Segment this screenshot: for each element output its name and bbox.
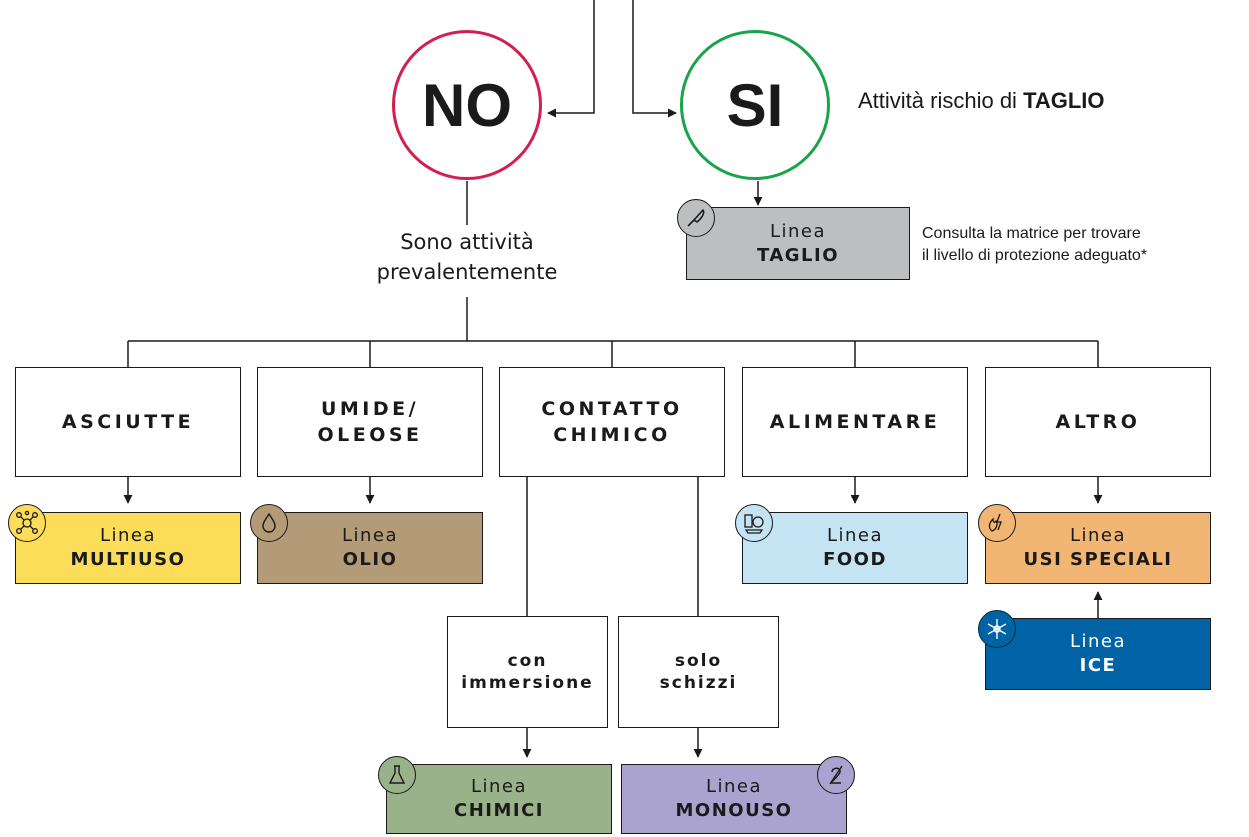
linea-label: Linea [705, 776, 763, 797]
si-label: SI [726, 71, 784, 139]
category-alimentare: ALIMENTARE [742, 367, 968, 477]
oil-drop-icon [250, 504, 288, 542]
disposable-2-icon [817, 756, 855, 794]
category-altro: ALTRO [985, 367, 1211, 477]
linea-multiuso-box: Linea MULTIUSO [15, 512, 241, 584]
linea-name: MONOUSO [675, 800, 793, 821]
no-question-line1: Sono attività [400, 230, 534, 254]
si-note-prefix: Attività rischio di [858, 88, 1024, 113]
taglio-note-line1: Consulta la matrice per trovare [922, 225, 1141, 242]
linea-name: FOOD [823, 549, 887, 570]
linea-label: Linea [769, 220, 827, 242]
linea-name: CHIMICI [454, 800, 544, 821]
option-con-immersione: con immersione [447, 616, 608, 728]
knife-icon [677, 199, 715, 237]
option-solo-schizzi: solo schizzi [618, 616, 779, 728]
category-contatto-chimico: CONTATTO CHIMICO [499, 367, 725, 477]
linea-chimici-box: Linea CHIMICI [386, 764, 612, 834]
linea-label: Linea [826, 525, 884, 546]
arrow-to-si [632, 0, 677, 118]
taglio-note-line2: il livello di protezione adeguato* [922, 247, 1148, 264]
si-circle: SI [680, 30, 830, 180]
si-note: Attività rischio di TAGLIO [858, 88, 1105, 114]
arrow-to-no [547, 0, 595, 118]
linea-food-box: Linea FOOD [742, 512, 968, 584]
linea-ice-box: Linea ICE [985, 618, 1211, 690]
linea-label: Linea [341, 525, 399, 546]
snowflake-sun-icon [978, 610, 1016, 648]
linea-label: Linea [1069, 525, 1127, 546]
linea-label: Linea [1069, 631, 1127, 652]
linea-label: Linea [99, 525, 157, 546]
no-question: Sono attività prevalentemente [352, 227, 582, 287]
no-circle: NO [392, 30, 542, 180]
linea-name: OLIO [342, 549, 398, 570]
linea-name: USI SPECIALI [1023, 549, 1173, 570]
no-question-line2: prevalentemente [376, 260, 558, 284]
linea-name: ICE [1079, 655, 1117, 676]
si-note-bold: TAGLIO [1023, 88, 1105, 113]
fire-lightning-icon [978, 504, 1016, 542]
no-label: NO [422, 71, 512, 139]
linea-name: MULTIUSO [70, 549, 186, 570]
category-umide-oleose: UMIDE/ OLEOSE [257, 367, 483, 477]
category-asciutte: ASCIUTTE [15, 367, 241, 477]
linea-label: Linea [470, 776, 528, 797]
linea-monouso-box: Linea MONOUSO [621, 764, 847, 834]
network-nodes-icon [8, 504, 46, 542]
flask-icon [378, 756, 416, 794]
linea-usi-speciali-box: Linea USI SPECIALI [985, 512, 1211, 584]
linea-name: TAGLIO [756, 244, 840, 266]
linea-taglio-box: Linea TAGLIO [686, 207, 910, 280]
taglio-note: Consulta la matrice per trovare il livel… [922, 223, 1147, 267]
food-basket-icon [735, 504, 773, 542]
linea-olio-box: Linea OLIO [257, 512, 483, 584]
